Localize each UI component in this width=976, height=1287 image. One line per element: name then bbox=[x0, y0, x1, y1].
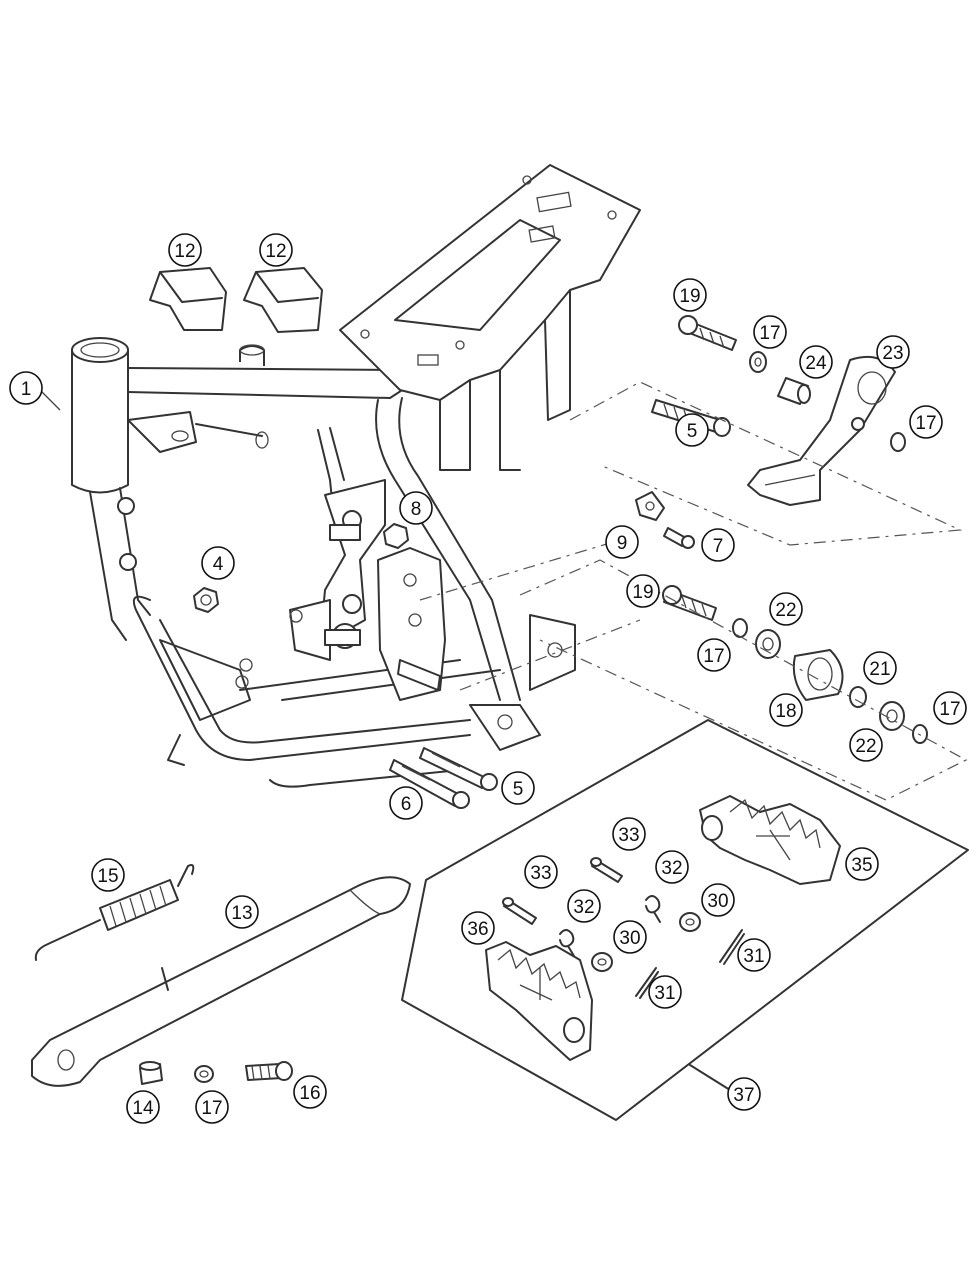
callout-12b: 12 bbox=[259, 233, 293, 267]
callout-37: 37 bbox=[727, 1077, 761, 1111]
callout-6: 6 bbox=[389, 786, 423, 820]
callout-label: 5 bbox=[513, 779, 524, 800]
callout-16: 16 bbox=[293, 1075, 327, 1109]
footpeg-kit-part-37 bbox=[401, 719, 969, 1121]
footpeg-right-part-35 bbox=[699, 795, 841, 885]
callout-label: 36 bbox=[467, 919, 488, 940]
bushing-part-14 bbox=[139, 1061, 163, 1085]
callout-33-a: 33 bbox=[612, 817, 646, 851]
pins-and-springs bbox=[502, 857, 745, 999]
callout-label: 37 bbox=[733, 1085, 754, 1106]
callout-label: 32 bbox=[661, 858, 682, 879]
callout-22-b: 22 bbox=[849, 728, 883, 762]
callout-22-a: 22 bbox=[769, 592, 803, 626]
callout-30-b: 30 bbox=[613, 920, 647, 954]
callout-label: 12 bbox=[265, 241, 286, 262]
callout-30-a: 30 bbox=[701, 883, 735, 917]
callout-label: 9 bbox=[617, 533, 628, 554]
callout-24: 24 bbox=[799, 345, 833, 379]
callout-label: 17 bbox=[939, 699, 960, 720]
footpeg-left-part-36 bbox=[485, 941, 593, 1061]
callout-label: 35 bbox=[851, 855, 872, 876]
callout-label: 22 bbox=[775, 600, 796, 621]
callout-label: 24 bbox=[805, 353, 827, 374]
callout-13: 13 bbox=[225, 895, 259, 929]
callout-label: 30 bbox=[619, 928, 640, 949]
callout-label: 31 bbox=[743, 946, 764, 967]
callout-32-b: 32 bbox=[567, 889, 601, 923]
callout-17-a: 17 bbox=[753, 315, 787, 349]
callout-35: 35 bbox=[845, 847, 879, 881]
callout-label: 19 bbox=[632, 582, 653, 603]
callout-21: 21 bbox=[863, 651, 897, 685]
callout-label: 33 bbox=[618, 825, 639, 846]
callout-label: 32 bbox=[573, 897, 594, 918]
frame-guards-part-12 bbox=[149, 267, 323, 333]
callout-17-c: 17 bbox=[697, 638, 731, 672]
callout-32-a: 32 bbox=[655, 850, 689, 884]
screw-part-7 bbox=[663, 527, 695, 549]
callout-label: 13 bbox=[231, 903, 252, 924]
stand-pivot-assembly bbox=[419, 539, 968, 801]
callout-label: 22 bbox=[855, 736, 876, 757]
callout-4: 4 bbox=[201, 546, 235, 580]
callout-label: 4 bbox=[213, 554, 224, 575]
callout-label: 33 bbox=[530, 863, 551, 884]
callout-label: 17 bbox=[703, 646, 724, 667]
callout-14: 14 bbox=[126, 1090, 160, 1124]
callout-label: 17 bbox=[915, 413, 936, 434]
callout-label: 1 bbox=[21, 379, 32, 400]
callout-5-lower: 5 bbox=[501, 771, 535, 805]
bolt-part-6 bbox=[389, 759, 470, 809]
callout-label: 6 bbox=[401, 794, 412, 815]
callout-label: 30 bbox=[707, 891, 728, 912]
main-frame bbox=[71, 164, 641, 788]
bolt-part-16 bbox=[245, 1061, 293, 1081]
washer-part-17-stand bbox=[194, 1065, 214, 1083]
callout-label: 7 bbox=[713, 536, 724, 557]
callout-7: 7 bbox=[701, 528, 735, 562]
callout-33-b: 33 bbox=[524, 855, 558, 889]
callout-23: 23 bbox=[876, 335, 910, 369]
callout-18: 18 bbox=[769, 693, 803, 727]
callout-17-e: 17 bbox=[195, 1090, 229, 1124]
callout-17-d: 17 bbox=[933, 691, 967, 725]
callout-36: 36 bbox=[461, 911, 495, 945]
callout-label: 14 bbox=[132, 1098, 154, 1119]
callout-19-upper: 19 bbox=[673, 278, 707, 312]
callout-label: 17 bbox=[759, 323, 780, 344]
callout-12a: 12 bbox=[168, 233, 202, 267]
callout-label: 19 bbox=[679, 286, 700, 307]
bolt-part-5-lower bbox=[419, 747, 498, 791]
callout-label: 31 bbox=[654, 983, 675, 1004]
callout-label: 8 bbox=[411, 499, 422, 520]
callout-label: 16 bbox=[299, 1083, 320, 1104]
spring-part-15 bbox=[34, 864, 195, 961]
callout-label: 23 bbox=[882, 343, 903, 364]
callout-label: 17 bbox=[201, 1098, 222, 1119]
callout-9: 9 bbox=[605, 525, 639, 559]
callout-label: 15 bbox=[97, 866, 118, 887]
callout-1: 1 bbox=[9, 371, 61, 411]
clamp-part-9 bbox=[635, 491, 665, 521]
side-stand-part-13 bbox=[31, 876, 411, 1087]
callout-label: 12 bbox=[174, 241, 195, 262]
nut-part-8 bbox=[383, 523, 409, 549]
callout-5-upper: 5 bbox=[675, 413, 709, 447]
callout-31-b: 31 bbox=[648, 975, 682, 1009]
callout-19-lower: 19 bbox=[626, 574, 660, 608]
callout-17-b: 17 bbox=[909, 405, 943, 439]
callout-label: 18 bbox=[775, 701, 796, 722]
nut-part-4 bbox=[193, 587, 219, 613]
callout-8: 8 bbox=[399, 491, 433, 525]
callout-label: 21 bbox=[869, 659, 890, 680]
callout-31-a: 31 bbox=[737, 938, 771, 972]
callout-label: 5 bbox=[687, 421, 698, 442]
callout-15: 15 bbox=[91, 858, 125, 892]
